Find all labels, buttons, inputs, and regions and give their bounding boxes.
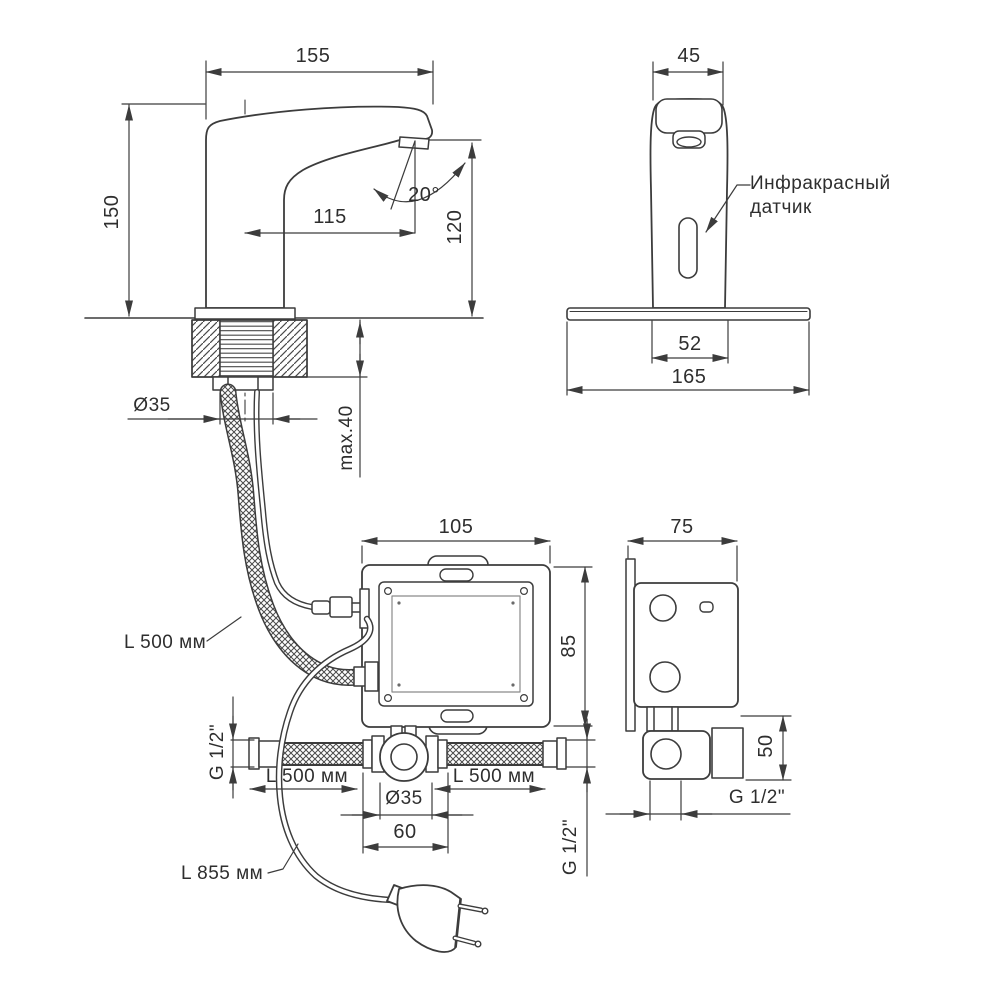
valve-hex-nut xyxy=(646,706,679,732)
faucet-side-view xyxy=(84,99,484,426)
dim-hole-diameter: Ø35 xyxy=(133,395,171,416)
sensor-cable xyxy=(253,389,315,610)
dim-thread-left: G 1/2" xyxy=(207,723,228,781)
box-cover xyxy=(378,581,534,707)
mounting-nut xyxy=(191,319,308,378)
control-box-side-view xyxy=(625,558,744,780)
sensor-callout-line1: Инфракрасный xyxy=(750,173,891,194)
sensor-callout-line2: датчик xyxy=(750,197,812,218)
dim-box-width: 105 xyxy=(438,516,474,538)
plug-prong xyxy=(452,935,482,948)
dim-box-height: 85 xyxy=(558,634,580,658)
hose-end-fitting-right xyxy=(542,737,567,770)
tee-fitting-right xyxy=(425,735,448,773)
faucet-hose xyxy=(219,383,367,686)
inlet-hoses xyxy=(248,732,567,782)
power-cable xyxy=(275,615,396,904)
sensor-window xyxy=(678,217,698,279)
dim-tee-width: 60 xyxy=(393,821,417,843)
faucet-front-view xyxy=(566,98,811,321)
dim-tee-diameter: Ø35 xyxy=(385,788,423,809)
hose-end-fitting-left xyxy=(248,737,282,770)
box-side-slot xyxy=(699,601,714,613)
control-box-front-view xyxy=(311,555,551,740)
tab-slot-top xyxy=(439,568,474,582)
sensor-cable-connector xyxy=(311,588,370,629)
dim-box-side-width: 75 xyxy=(670,516,694,538)
faucet-body xyxy=(205,105,434,309)
label-faucet-hose-length: L 500 мм xyxy=(124,632,207,653)
dim-front-head-width: 45 xyxy=(677,45,701,67)
dim-valve-thread: G 1/2" xyxy=(728,787,786,808)
dim-front-body-width: 52 xyxy=(678,333,702,355)
dim-side-height: 150 xyxy=(101,194,123,230)
front-base-plate xyxy=(566,307,811,321)
plug-prong xyxy=(457,903,489,915)
dim-thread-right: G 1/2" xyxy=(560,818,581,876)
angle-valve xyxy=(642,727,744,780)
front-head-cap xyxy=(655,98,723,134)
sensor-callout: Инфракрасный датчик xyxy=(750,172,891,220)
dim-hose-right-length: L 500 мм xyxy=(452,766,536,787)
dim-max-thickness: max.40 xyxy=(336,405,357,471)
box-side-hole-lower xyxy=(649,661,681,693)
tab-slot-bottom xyxy=(440,709,474,723)
power-plug xyxy=(386,884,489,953)
dim-spout-angle: 20° xyxy=(408,184,440,206)
dim-front-plate-width: 165 xyxy=(671,366,707,388)
box-outer xyxy=(361,564,551,728)
front-spout-opening xyxy=(676,136,702,148)
dim-spout-height: 120 xyxy=(444,209,466,245)
dim-spout-reach: 115 xyxy=(313,206,347,228)
base-flange xyxy=(194,307,296,320)
front-spout-outlet xyxy=(672,130,706,149)
dim-valve-height: 50 xyxy=(755,734,777,758)
tee-bore xyxy=(390,743,418,771)
box-side xyxy=(633,582,739,708)
box-side-hole-upper xyxy=(649,594,677,622)
plug-body xyxy=(396,884,462,953)
dim-side-width: 155 xyxy=(295,45,331,67)
label-power-cable-length: L 855 мм xyxy=(181,863,264,884)
water-inlet-fitting xyxy=(353,661,379,692)
dim-hose-left-length: L 500 мм xyxy=(265,766,349,787)
dimension-lines xyxy=(121,60,810,877)
box-panel xyxy=(391,595,521,693)
